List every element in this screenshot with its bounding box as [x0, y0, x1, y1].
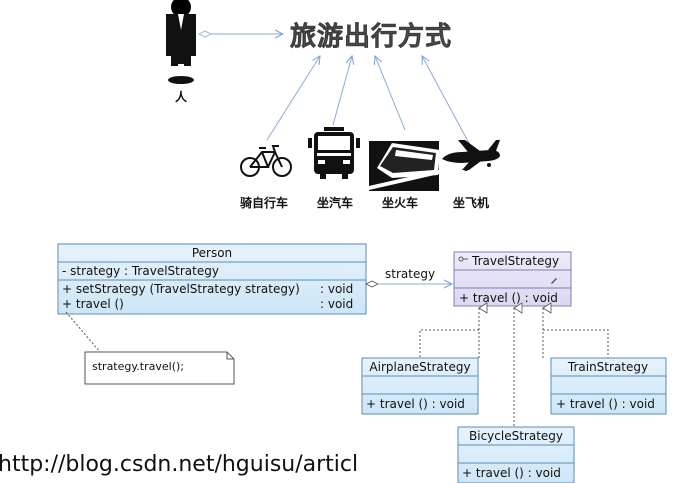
note-box [84, 351, 235, 385]
pencil-icon [551, 278, 557, 284]
interface-stereotype-icon [458, 256, 468, 262]
person-class[interactable]: Person - strategy : TravelStrategy + set… [57, 243, 367, 315]
bicycle-strategy-class[interactable]: BicycleStrategy + travel () : void [457, 426, 575, 483]
plane-arrow [422, 56, 471, 146]
bus-arrow [332, 56, 352, 126]
association-label: strategy [385, 267, 435, 281]
airplane-icon [442, 140, 500, 171]
person-operation-type: : void [320, 297, 353, 311]
travel-title: 旅游出行方式 [290, 21, 452, 52]
realization-connectors [419, 329, 609, 358]
person-label: 人 [175, 89, 188, 104]
realization-lines [478, 302, 552, 427]
mode-label-bicycle: 骑自行车 [240, 195, 288, 210]
note-anchor-line [65, 311, 101, 353]
mode-label-plane: 坐飞机 [453, 195, 489, 210]
interface-box [453, 251, 572, 307]
strategy-association: strategy [365, 267, 452, 287]
travel-strategy-interface[interactable]: TravelStrategy + travel () : void [453, 251, 572, 307]
person-operation: + setStrategy (TravelStrategy strategy) [62, 282, 300, 296]
code-note[interactable]: strategy.travel(); [65, 311, 235, 385]
bike-arrow [266, 56, 320, 141]
class-box [457, 426, 575, 483]
note-text: strategy.travel(); [92, 360, 184, 373]
mode-label-bus: 坐汽车 [317, 195, 353, 210]
person-operation: + travel () [62, 297, 124, 311]
watermark-url: http://blog.csdn.net/hguisu/articl [0, 452, 358, 477]
class-name: BicycleStrategy [469, 429, 563, 443]
person-attribute: - strategy : TravelStrategy [62, 264, 219, 278]
class-name: AirplaneStrategy [369, 360, 470, 374]
class-name: TrainStrategy [567, 360, 648, 374]
person-operation-type: : void [320, 282, 353, 296]
class-operation: + travel () : void [556, 397, 655, 411]
person-class-box [57, 243, 367, 315]
person-class-name: Person [192, 246, 232, 260]
bicycle-icon [240, 145, 292, 177]
class-operation: + travel () : void [366, 397, 465, 411]
bus-icon [308, 127, 360, 179]
train-strategy-class[interactable]: TrainStrategy + travel () : void [550, 357, 667, 415]
class-operation: + travel () : void [462, 466, 561, 480]
train-arrow [375, 56, 406, 131]
airplane-strategy-class[interactable]: AirplaneStrategy + travel () : void [361, 357, 479, 415]
interface-operation: + travel () : void [459, 291, 558, 305]
train-icon [369, 141, 440, 191]
note-fold [226, 352, 234, 360]
class-box [550, 357, 667, 415]
interface-name: TravelStrategy [471, 254, 559, 268]
person-figure: 人 [166, 0, 196, 104]
class-box [361, 357, 479, 415]
person-diamond [198, 30, 212, 38]
mode-label-train: 坐火车 [382, 195, 418, 210]
